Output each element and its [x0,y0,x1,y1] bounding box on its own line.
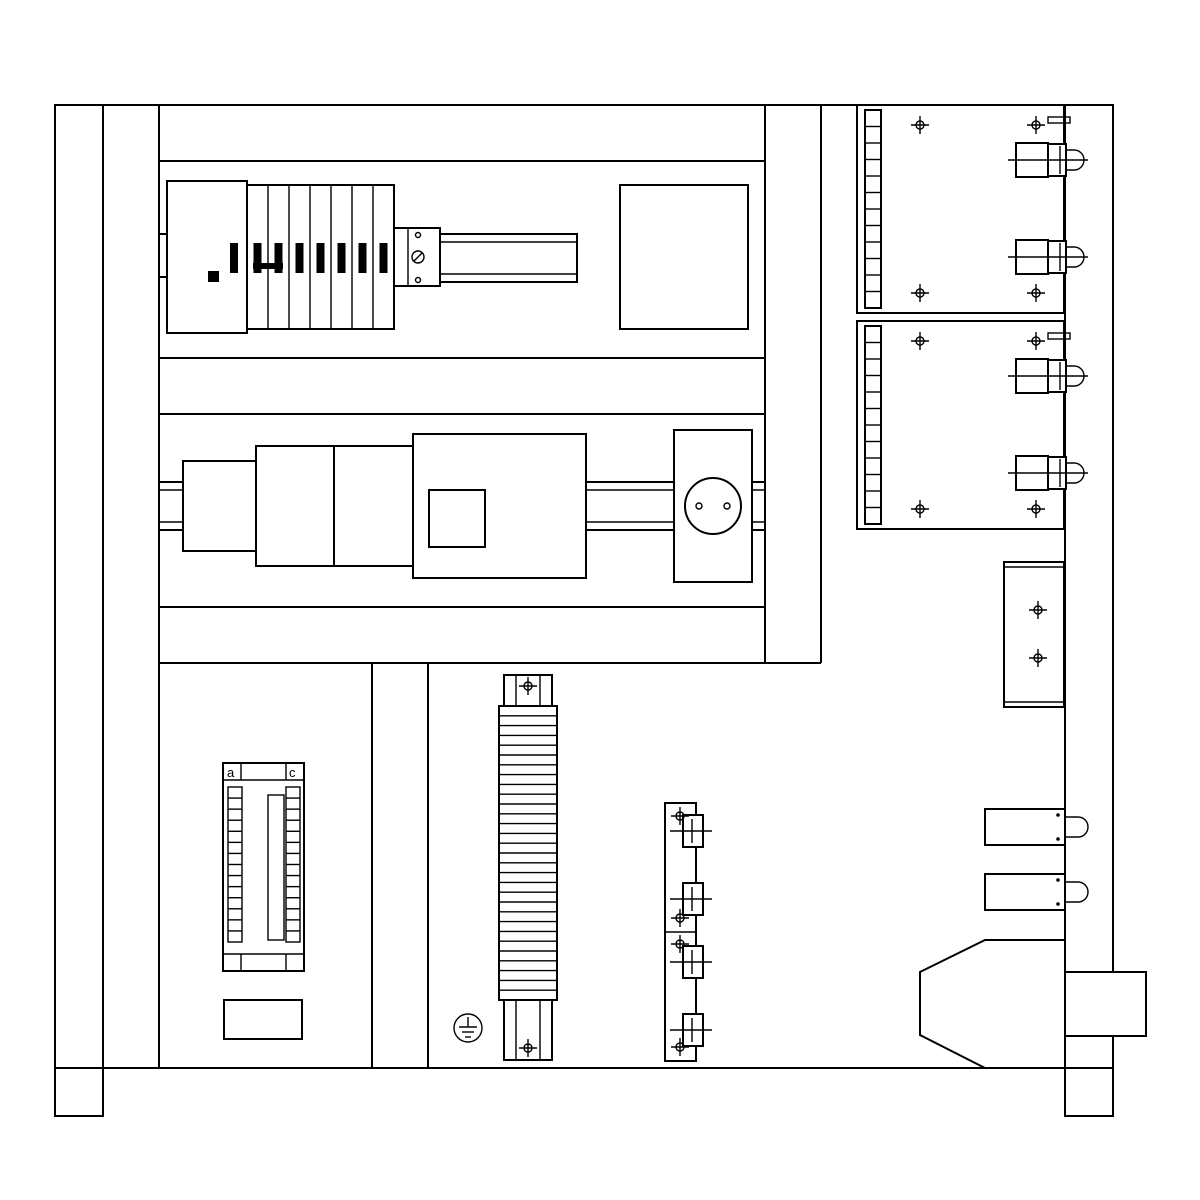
side-connector-2 [984,873,1089,911]
relay-board-2 [856,320,1088,530]
label-plate [223,999,303,1040]
screw-icon [671,807,689,825]
side-connector-1 [984,808,1089,846]
contactor-2 [333,445,414,567]
screw-icon [911,500,929,518]
upper-mounting-panel [159,105,822,664]
schuko-socket-icon [684,477,742,535]
circuit-breaker-block [230,184,395,330]
heatsink [498,674,558,1061]
cover-plate [619,184,749,330]
screw-icon [911,116,929,134]
screw-icon [1027,116,1045,134]
screw-icon [911,332,929,350]
power-supply-module [412,433,587,579]
contactor-1 [255,445,335,567]
terminal-label-c: c [289,765,296,780]
terminal-label-a: a [227,765,235,780]
screw-icon [911,284,929,302]
screw-icon [414,231,422,239]
screw-icon [671,935,689,953]
screw-icon [1027,332,1045,350]
bar-terminal [670,1013,712,1047]
screw-icon [1029,601,1047,619]
ground-icon [453,1013,483,1043]
bar-terminal [670,882,712,916]
connector [1008,142,1088,178]
screw-icon [1027,284,1045,302]
terminal-module [182,460,257,552]
screw-icon [671,909,689,927]
relay-board-1 [856,104,1088,314]
connector [1008,358,1088,394]
right-foot [1064,1067,1114,1117]
connector [1008,239,1088,275]
terminal-strip: a c [222,762,305,972]
screw-icon [1027,500,1045,518]
connector [1008,455,1088,491]
terminal-bar [664,802,712,1062]
screw-icon [519,1039,537,1057]
lower-panel-dividers [371,663,429,1068]
screw-icon [519,677,537,695]
cable-gland [919,939,1147,1069]
screw-icon [414,276,422,284]
mounting-bracket [1003,561,1065,708]
screw-icon [1029,649,1047,667]
din-socket [673,429,753,583]
din-rail-end-clamp [393,227,441,287]
screw-icon [671,1038,689,1056]
left-foot [54,1067,104,1117]
bar-terminal [670,814,712,848]
bar-terminal [670,945,712,979]
